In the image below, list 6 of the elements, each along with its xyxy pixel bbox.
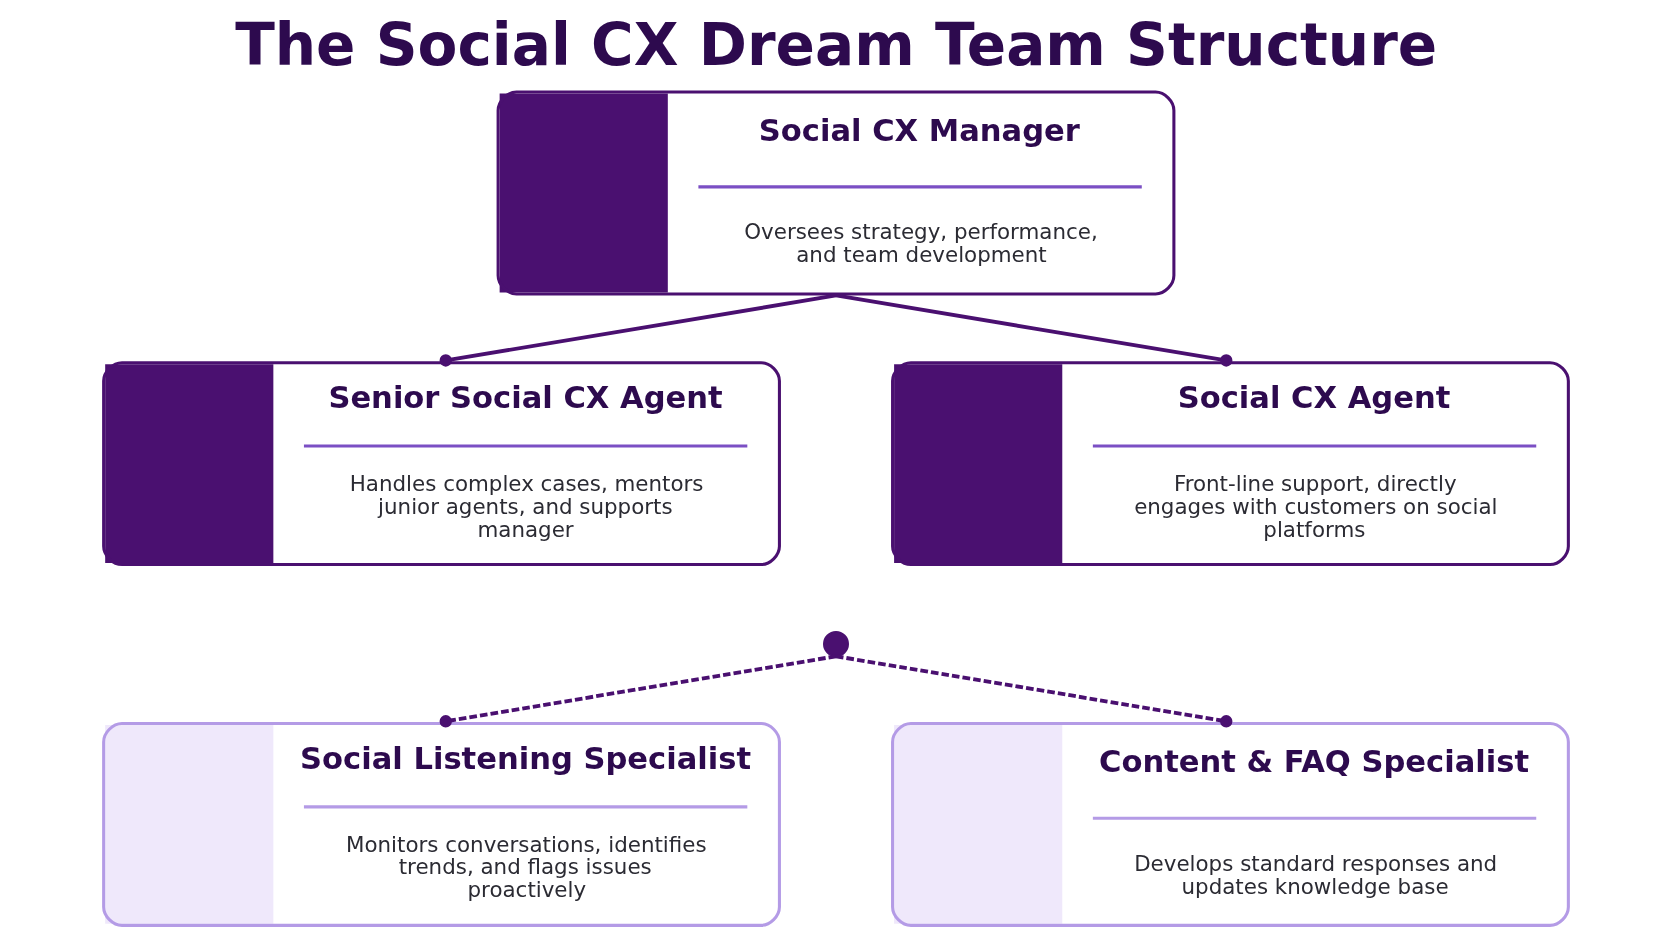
connector (835, 654, 1233, 728)
connector (439, 293, 837, 367)
connector (835, 293, 1233, 367)
node-circle (823, 631, 849, 658)
diagram-title: The Social CX Dream Team Structure (235, 11, 1438, 80)
connector (439, 654, 837, 728)
